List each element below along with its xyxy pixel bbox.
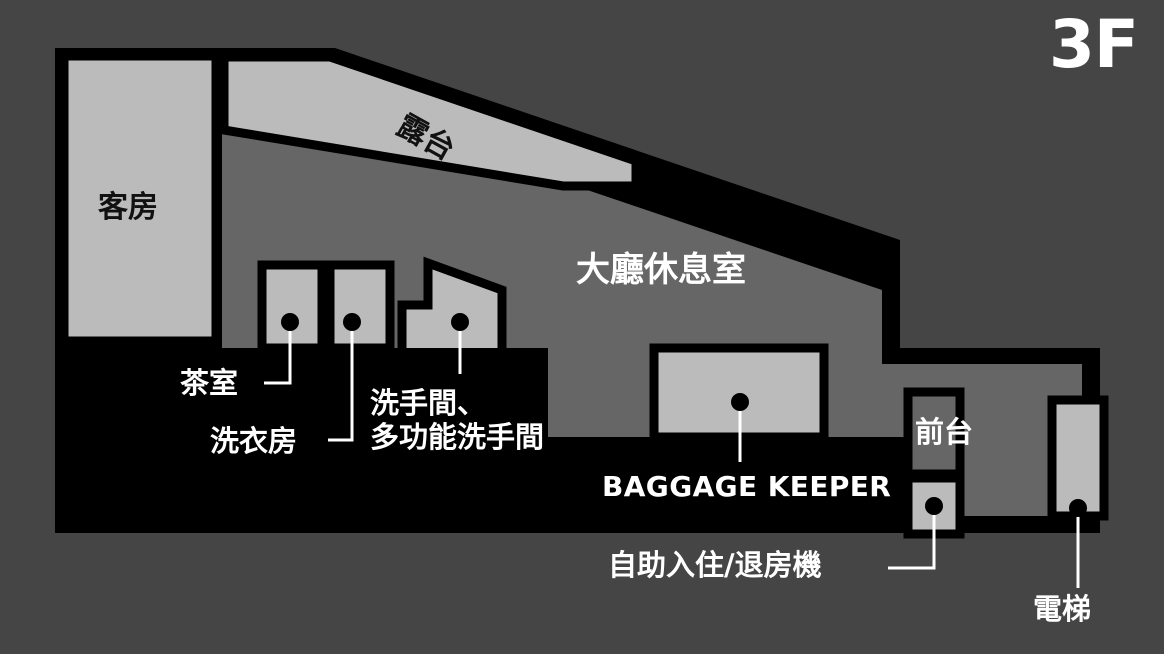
- room-tea-room: [262, 265, 322, 348]
- room-guest-room: [64, 56, 216, 341]
- leader-self-checkin: [888, 506, 936, 570]
- room-front-desk: [908, 392, 960, 474]
- room-elevator: [1052, 400, 1104, 516]
- label-front-desk: 前台: [915, 415, 974, 449]
- room-laundry-room: [330, 265, 390, 348]
- service-black-area: [62, 348, 632, 516]
- service-black-area-right: [632, 437, 908, 516]
- label-restroom: 洗手間、 多功能洗手間: [370, 386, 544, 454]
- terrace-lower-step: [224, 57, 330, 130]
- label-baggage-keeper: BAGGAGE KEEPER: [602, 470, 892, 503]
- dot-baggage-keeper: [731, 393, 749, 411]
- label-lobby: 大廳休息室: [576, 250, 746, 290]
- room-wall-strokes: [59, 51, 1109, 539]
- dot-elevator: [1069, 499, 1087, 517]
- floor-badge: 3F: [1048, 6, 1139, 83]
- dot-self-checkin: [925, 497, 943, 515]
- label-guest-room: 客房: [98, 190, 158, 225]
- label-restroom-line1: 洗手間、: [370, 386, 487, 420]
- label-restroom-line2: 多功能洗手間: [370, 420, 545, 455]
- dot-restroom: [451, 313, 469, 331]
- label-self-checkin: 自助入住/退房機: [608, 548, 822, 582]
- dot-laundry-room: [343, 313, 361, 331]
- callout-dots: [281, 313, 1087, 517]
- dot-tea-room: [281, 313, 299, 331]
- label-elevator: 電梯: [1033, 592, 1092, 626]
- leader-tea-room: [264, 322, 292, 385]
- leader-laundry-room: [328, 322, 354, 442]
- label-tea-room: 茶室: [180, 366, 239, 400]
- label-laundry-room: 洗衣房: [210, 424, 298, 458]
